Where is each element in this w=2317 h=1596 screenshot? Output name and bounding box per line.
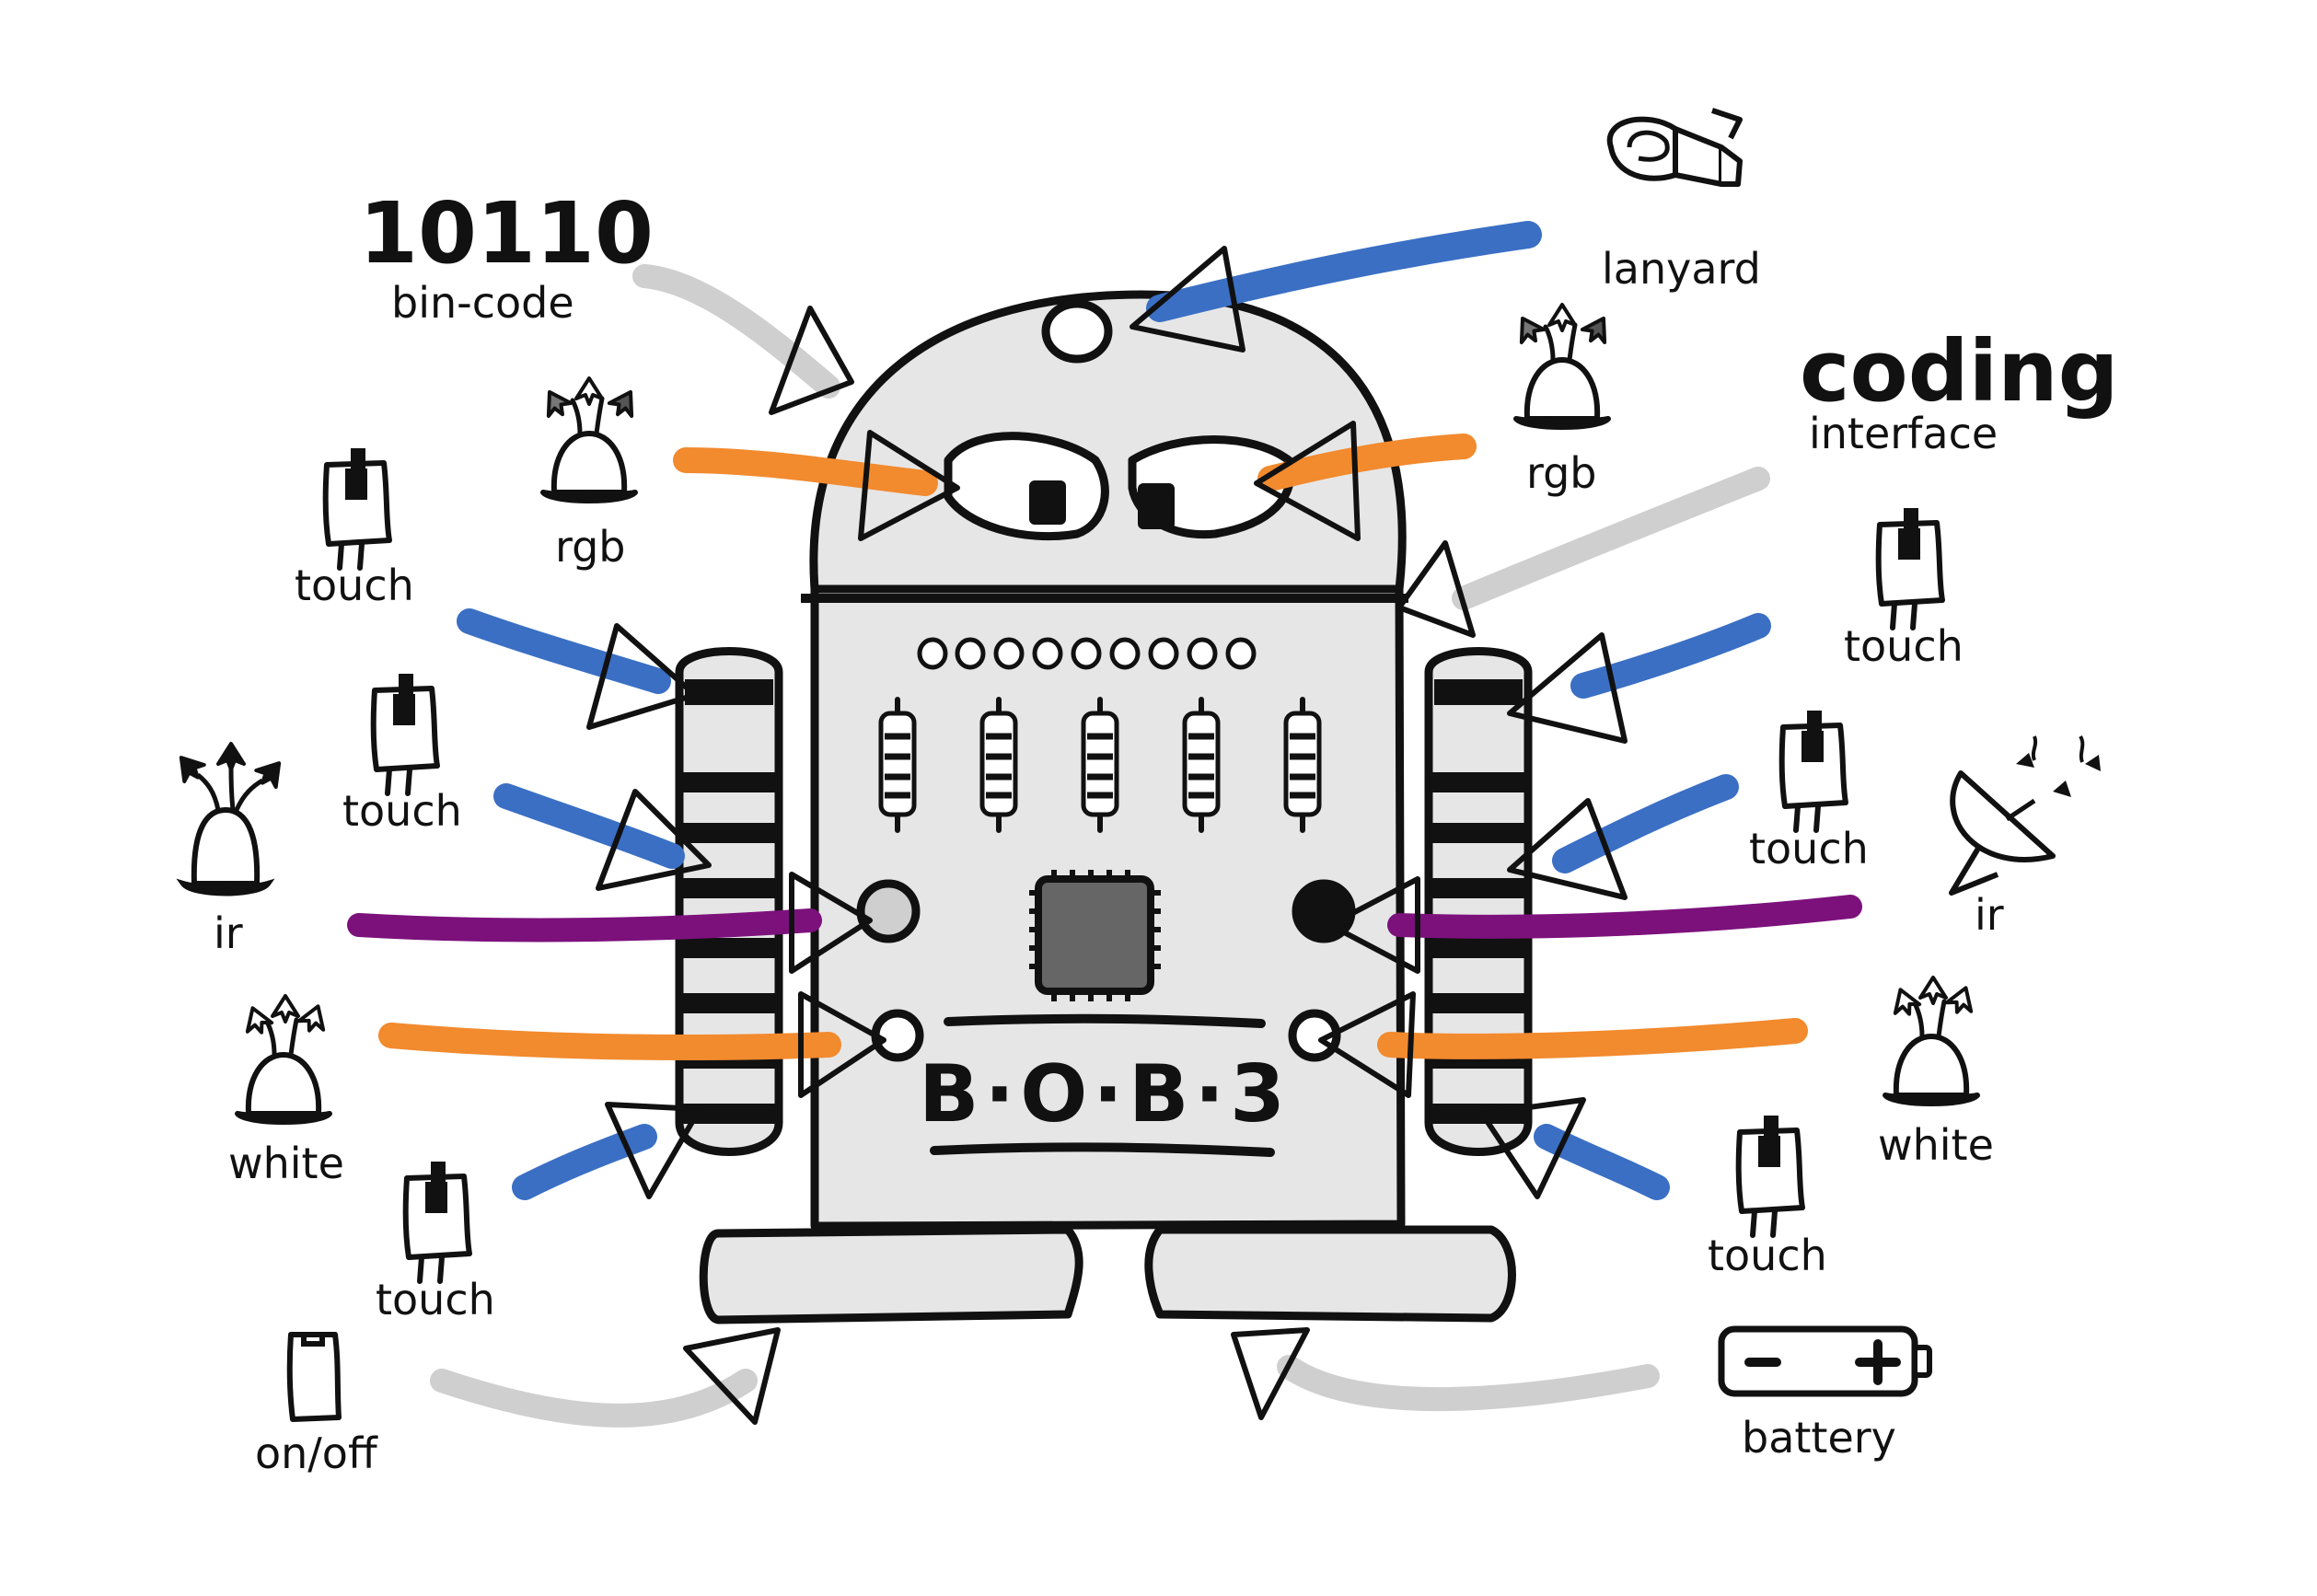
microcontroller-chip: [1029, 870, 1161, 1001]
rgb-left-label: rgb: [555, 522, 626, 572]
bin-code-number: 10110: [359, 184, 654, 283]
arrow-ir-left: [347, 872, 873, 974]
rgb-led-icon: [536, 376, 644, 501]
robot: B·O·B·3: [675, 290, 1533, 1324]
coding-caption: interface: [1809, 409, 1998, 458]
ir-right-label: ir: [1975, 890, 2004, 940]
white-led-left: [871, 1009, 924, 1062]
arrow-white-right: [1318, 991, 1808, 1098]
arrow-touch-left-1: [457, 608, 698, 730]
coding-title: coding: [1800, 322, 2118, 421]
arrow-touch-right-1: [1507, 613, 1771, 744]
led-row: [917, 637, 1257, 670]
touch-right-2-label: touch: [1749, 824, 1869, 873]
white-right-label: white: [1878, 1120, 1994, 1170]
touch-left-3-label: touch: [376, 1275, 495, 1324]
arrow-touch-right-3: [1479, 1097, 1670, 1200]
lanyard-hole: [1041, 299, 1113, 364]
white-led-icon: [237, 994, 330, 1122]
battery-icon: [1718, 1325, 1932, 1397]
robot-body: B·O·B·3: [801, 584, 1408, 1231]
feet: [699, 1225, 1516, 1324]
touch-right-1-label: touch: [1844, 621, 1964, 671]
rgb-right-label: rgb: [1526, 448, 1597, 498]
touch-left-2-label: touch: [342, 786, 462, 836]
on-off-label: on/off: [255, 1428, 378, 1478]
arrow-rgb-left: [673, 430, 960, 541]
robot-name: B·O·B·3: [919, 1048, 1291, 1140]
icons: [169, 108, 2101, 1422]
touch-sensor-icon: [1739, 1116, 1802, 1235]
battery-label: battery: [1742, 1413, 1896, 1463]
arrow-touch-right-2: [1507, 774, 1739, 900]
left-arm: [675, 647, 783, 1156]
touch-sensor-icon: [374, 674, 437, 793]
lanyard-icon: [1606, 108, 1743, 187]
touch-sensor-icon: [406, 1162, 469, 1281]
bin-code-caption: bin-code: [391, 278, 574, 328]
arrow-on-off: [430, 1327, 781, 1428]
touch-sensor-icon: [1782, 711, 1846, 830]
arrow-touch-left-2: [493, 783, 712, 891]
rgb-led-icon: [1509, 303, 1617, 427]
arrow-coding-interface: [1396, 467, 1770, 638]
arrow-battery: [1231, 1327, 1660, 1420]
touch-right-3-label: touch: [1708, 1231, 1827, 1280]
ir-led-left: [856, 879, 921, 943]
resistors: [878, 697, 1322, 833]
right-arm: [1424, 647, 1533, 1156]
white-left-label: white: [228, 1139, 344, 1188]
arrows: [347, 221, 1862, 1428]
touch-sensor-icon: [326, 448, 389, 568]
left-eye: [944, 432, 1109, 541]
white-led-right: [1288, 1009, 1341, 1062]
labels: 10110 bin-code coding interface lanyard …: [214, 184, 2118, 1478]
switch-icon: [286, 1332, 342, 1422]
arrow-bin-code: [632, 264, 854, 415]
arrow-lanyard: [1130, 221, 1542, 353]
ir-left-label: ir: [214, 908, 243, 958]
ir-receiver-icon: [1949, 734, 2101, 896]
arrow-white-left: [378, 991, 886, 1098]
robot-head: [809, 290, 1407, 594]
white-led-icon: [1885, 976, 1978, 1104]
touch-left-1-label: touch: [295, 561, 414, 610]
lanyard-label: lanyard: [1602, 244, 1761, 294]
arrow-rgb-right: [1254, 421, 1477, 541]
ir-led-icon: [169, 742, 291, 896]
arrow-touch-left-3: [512, 1102, 702, 1200]
touch-sensor-icon: [1879, 508, 1942, 628]
arrow-ir-right: [1327, 876, 1862, 974]
